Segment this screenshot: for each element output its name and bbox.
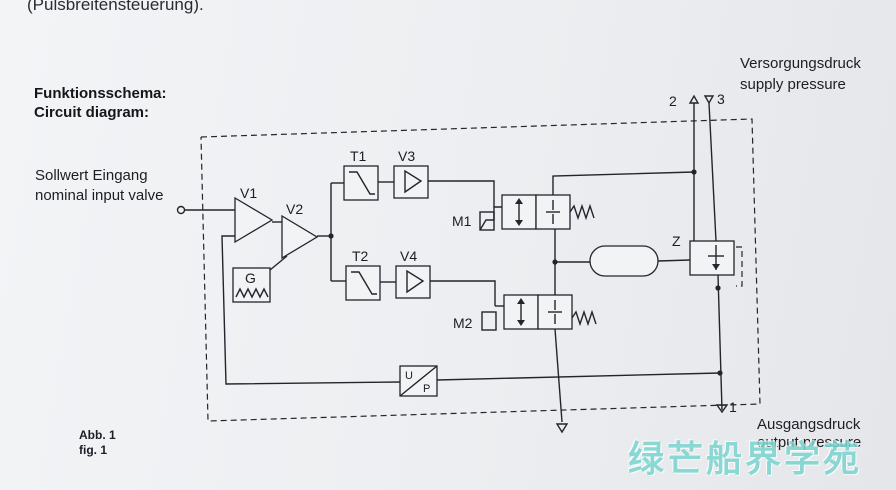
- supply-label-german: Versorgungsdruck: [740, 55, 861, 72]
- m2-coil: [481, 311, 497, 331]
- output-label-english: output pressure: [757, 434, 862, 451]
- label-u: U: [405, 370, 413, 382]
- supply-line-m1: [552, 171, 695, 195]
- amplifier-v4: [395, 265, 431, 299]
- m1-arrow-up: [515, 198, 523, 204]
- m2-arrow-up: [517, 298, 525, 304]
- exhaust-symbol: [555, 423, 569, 434]
- generator-wave: [235, 287, 269, 299]
- feedback-wire-left: [221, 235, 401, 385]
- input-label-german: Sollwert Eingang: [35, 167, 148, 184]
- t2-curve: [351, 271, 377, 295]
- m1-arrow-down: [515, 220, 523, 226]
- port-3-label: 3: [717, 91, 725, 107]
- timer-t2: [345, 265, 381, 301]
- pressure-volume: [589, 245, 659, 277]
- node-output: [715, 285, 721, 291]
- port-2-arrow: [688, 94, 700, 104]
- output-label-german: Ausgangsdruck: [757, 416, 861, 433]
- intro-text: (Pulsbreitensteuerung).: [27, 0, 204, 14]
- m2-arrow-down: [517, 320, 525, 326]
- port-3-arrow: [703, 95, 715, 105]
- figure-label-english: fig. 1: [79, 443, 108, 457]
- title-english: Circuit diagram:: [34, 104, 150, 121]
- v4-triangle: [406, 269, 425, 294]
- title-german: Funktionsschema:: [34, 85, 167, 102]
- amplifier-v1: [234, 196, 274, 244]
- label-m1: M1: [452, 213, 472, 229]
- label-v3: V3: [398, 148, 415, 164]
- label-m2: M2: [453, 315, 473, 331]
- port-1-label: 1: [729, 399, 737, 415]
- feedback-wire-right: [436, 372, 721, 381]
- output-arrow: [715, 404, 729, 414]
- label-v4: V4: [400, 248, 417, 264]
- label-g: G: [245, 270, 256, 286]
- booster-z: [689, 240, 735, 276]
- supply-label-english: supply pressure: [740, 76, 846, 93]
- wire-v4-m2: [430, 280, 496, 306]
- output-line: [717, 274, 723, 411]
- z-arrow-head: [712, 264, 720, 270]
- m1-spring: [569, 203, 595, 221]
- port-3-line: [708, 102, 717, 242]
- system-boundary: [200, 118, 761, 422]
- port-2-label: 2: [669, 93, 677, 109]
- wire-v3-m1: [428, 180, 495, 207]
- amplifier-v3: [393, 165, 429, 199]
- wire-volume-z: [657, 259, 691, 262]
- node-port-2: [691, 169, 697, 175]
- v3-triangle: [404, 169, 423, 194]
- exhaust-line: [554, 328, 563, 423]
- watermark-logo: 绿芒船界学苑: [628, 438, 863, 480]
- m1-coil: [479, 211, 495, 231]
- m1-solenoid: [479, 206, 502, 231]
- label-v2: V2: [286, 201, 303, 217]
- timer-t1: [343, 165, 379, 201]
- amplifier-v2: [281, 214, 319, 260]
- label-t1: T1: [350, 148, 367, 164]
- m2-spring: [571, 309, 597, 327]
- z-pilot: [736, 246, 743, 287]
- wire-g-v2: [269, 255, 288, 271]
- figure-label-german: Abb. 1: [79, 428, 116, 442]
- input-label-english: nominal input valve: [35, 187, 164, 204]
- label-t2: T2: [352, 248, 369, 264]
- label-z: Z: [672, 233, 681, 249]
- up-diagonal: [399, 365, 438, 397]
- label-v1: V1: [240, 185, 257, 201]
- input-terminal: [176, 205, 186, 215]
- label-p: P: [423, 383, 430, 395]
- t1-curve: [349, 171, 375, 195]
